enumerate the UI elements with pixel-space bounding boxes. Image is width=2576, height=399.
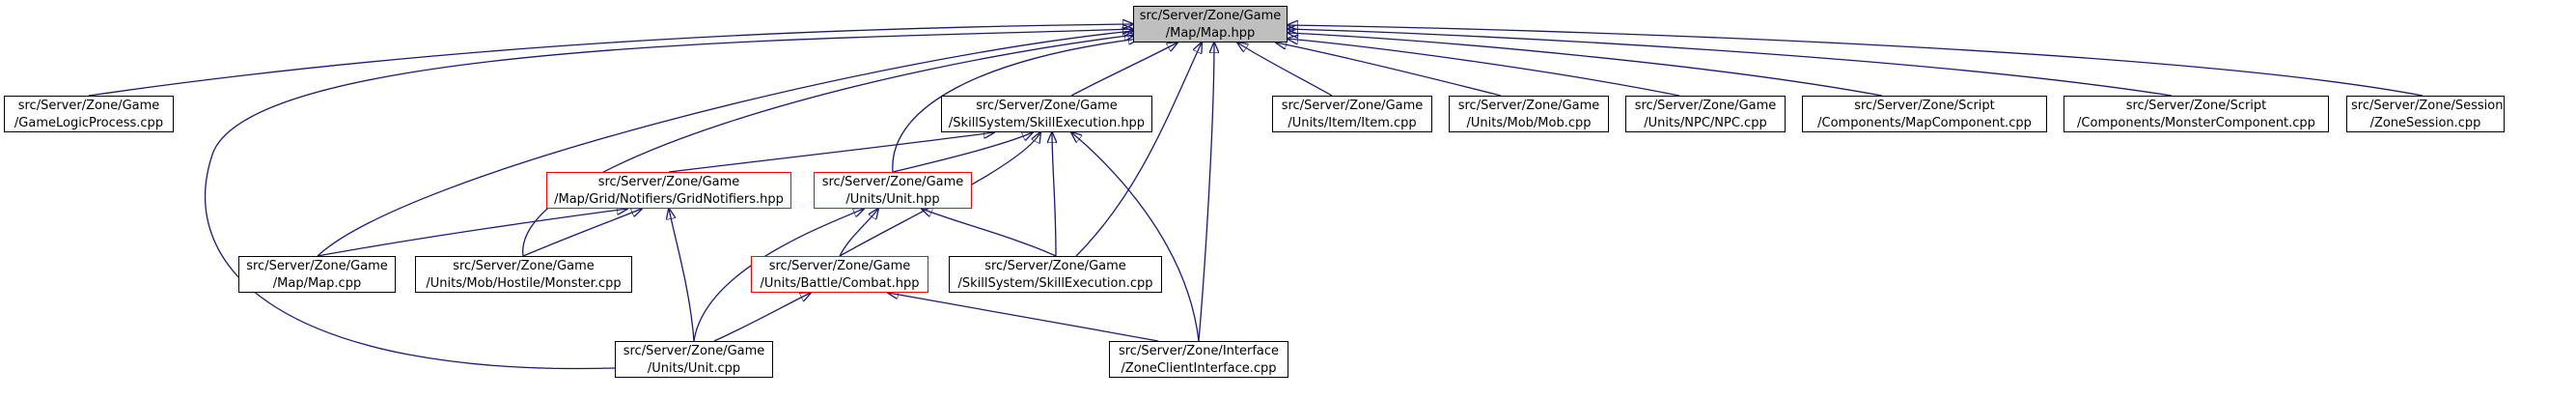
edge-mob_cpp-to-map_hpp	[1276, 43, 1502, 97]
edge-skillexec_cpp-to-skillexec_hpp	[1052, 132, 1056, 257]
node-label-line: src/Server/Zone/Game	[453, 259, 595, 273]
node-label-line: /ZoneSession.cpp	[2369, 116, 2481, 130]
edge-zoneclient_cpp-to-skillexec_hpp	[1071, 132, 1200, 342]
node-zoneclient-cpp[interactable]: src/Server/Zone/Interface/ZoneClientInte…	[1109, 341, 1288, 378]
edge-skillexec_cpp-to-map_hpp	[1075, 43, 1202, 257]
node-unit-cpp[interactable]: src/Server/Zone/Game/Units/Unit.cpp	[615, 341, 773, 378]
node-unit-hpp[interactable]: src/Server/Zone/Game/Units/Unit.hpp	[814, 172, 972, 209]
node-label-line: src/Server/Zone/Game	[623, 344, 765, 358]
edge-zonesession_cpp-to-map_hpp	[1288, 25, 2424, 97]
node-combat-hpp[interactable]: src/Server/Zone/Game/Units/Battle/Combat…	[751, 256, 928, 293]
node-label-line: /Units/Item/Item.cpp	[1288, 116, 1417, 130]
edge-unit_cpp-to-combat_hpp	[713, 293, 811, 342]
node-label-line: /Units/Unit.cpp	[647, 361, 741, 376]
edge-mapcomp_cpp-to-map_hpp	[1288, 33, 1883, 97]
edge-npc_cpp-to-map_hpp	[1288, 39, 1680, 97]
edge-skillexec_hpp-to-map_hpp	[1070, 43, 1177, 97]
edge-item_cpp-to-map_hpp	[1237, 43, 1333, 97]
edge-skillexec_cpp-to-unit_hpp	[922, 209, 1057, 257]
node-zonesession-cpp[interactable]: src/Server/Zone/Session/ZoneSession.cpp	[2346, 96, 2505, 132]
node-label-line: src/Server/Zone/Game	[976, 99, 1118, 113]
node-label-line: src/Server/Zone/Game	[1281, 99, 1424, 113]
node-monstercomp-cpp[interactable]: src/Server/Zone/Script/Components/Monste…	[2064, 96, 2329, 132]
edge-unit_hpp-to-map_hpp	[892, 39, 1139, 173]
node-label-line: /Components/MapComponent.cpp	[1817, 116, 2032, 130]
node-label-line: src/Server/Zone/Script	[2125, 99, 2267, 113]
node-label-line: /SkillSystem/SkillExecution.hpp	[948, 116, 1146, 130]
edge-monster_cpp-to-map_hpp	[522, 35, 1135, 257]
edge-unit_hpp-to-skillexec_hpp	[892, 132, 1033, 173]
edge-combat_hpp-to-unit_hpp	[839, 209, 878, 257]
node-monster-cpp[interactable]: src/Server/Zone/Game/Units/Mob/Hostile/M…	[415, 256, 632, 293]
edge-unit_cpp-to-gridnotifiers_hpp	[669, 209, 695, 342]
node-label-line: src/Server/Zone/Game	[1634, 99, 1777, 113]
node-label-line: src/Server/Zone/Game	[821, 175, 964, 189]
edge-map_cpp-to-map_hpp	[317, 31, 1133, 257]
node-label-line: src/Server/Zone/Game	[17, 99, 160, 113]
edge-monstercomp_cpp-to-map_hpp	[1288, 29, 2173, 97]
node-label-line: /Map/Map.hpp	[1165, 26, 1256, 41]
node-label-line: src/Server/Zone/Interface	[1118, 344, 1280, 358]
node-label-line: src/Server/Zone/Game	[768, 259, 911, 273]
node-label-line: /Units/Unit.hpp	[845, 192, 940, 207]
node-mapcomp-cpp[interactable]: src/Server/Zone/Script/Components/MapCom…	[1802, 96, 2047, 132]
node-label-line: /Map/Grid/Notifiers/GridNotifiers.hpp	[554, 192, 784, 207]
node-label-line: /SkillSystem/SkillExecution.cpp	[957, 276, 1153, 291]
node-npc-cpp[interactable]: src/Server/Zone/Game/Units/NPC/NPC.cpp	[1625, 96, 1786, 132]
node-label-line: /Map/Map.cpp	[272, 276, 362, 291]
node-label-line: /GameLogicProcess.cpp	[14, 116, 164, 130]
node-mob-cpp[interactable]: src/Server/Zone/Game/Units/Mob/Mob.cpp	[1449, 96, 1609, 132]
edge-gridnotifiers_hpp-to-skillexec_hpp	[668, 132, 994, 173]
node-label-line: /Units/NPC/NPC.cpp	[1644, 116, 1767, 130]
node-map-cpp[interactable]: src/Server/Zone/Game/Map/Map.cpp	[238, 256, 396, 293]
node-item-cpp[interactable]: src/Server/Zone/Game/Units/Item/Item.cpp	[1272, 96, 1432, 132]
node-label-line: /ZoneClientInterface.cpp	[1121, 361, 1277, 376]
node-label-line: src/Server/Zone/Game	[984, 259, 1126, 273]
edge-map_cpp-to-gridnotifiers_hpp	[317, 209, 627, 257]
node-label-line: /Units/Battle/Combat.hpp	[760, 276, 920, 291]
node-label-line: src/Server/Zone/Game	[1457, 99, 1600, 113]
node-label-line: src/Server/Zone/Session	[2351, 99, 2504, 113]
edge-unit_cpp-to-unit_hpp	[693, 209, 864, 342]
edge-zoneclient_cpp-to-combat_hpp	[888, 293, 1159, 342]
node-label-line: src/Server/Zone/Script	[1854, 99, 1995, 113]
node-label-line: src/Server/Zone/Game	[1139, 9, 1282, 23]
node-label-line: /Units/Mob/Hostile/Monster.cpp	[426, 276, 622, 291]
node-gamelogic-cpp[interactable]: src/Server/Zone/Game/GameLogicProcess.cp…	[4, 96, 174, 132]
node-map-hpp: src/Server/Zone/Game/Map/Map.hpp	[1133, 6, 1288, 43]
edge-monster_cpp-to-gridnotifiers_hpp	[522, 209, 642, 257]
node-skillexec-cpp[interactable]: src/Server/Zone/Game/SkillSystem/SkillEx…	[949, 256, 1162, 293]
edge-unit_cpp-to-map_hpp	[204, 29, 1133, 370]
node-label-line: /Units/Mob/Mob.cpp	[1466, 116, 1592, 130]
node-label-line: /Components/MonsterComponent.cpp	[2077, 116, 2315, 130]
edge-zoneclient_cpp-to-map_hpp	[1198, 43, 1214, 342]
node-gridnotifiers-hpp[interactable]: src/Server/Zone/Game/Map/Grid/Notifiers/…	[546, 172, 791, 209]
node-skillexec-hpp[interactable]: src/Server/Zone/Game/SkillSystem/SkillEx…	[941, 96, 1152, 132]
edge-gamelogic_cpp-to-map_hpp	[88, 24, 1133, 97]
node-label-line: src/Server/Zone/Game	[597, 175, 740, 189]
node-label-line: src/Server/Zone/Game	[246, 259, 388, 273]
